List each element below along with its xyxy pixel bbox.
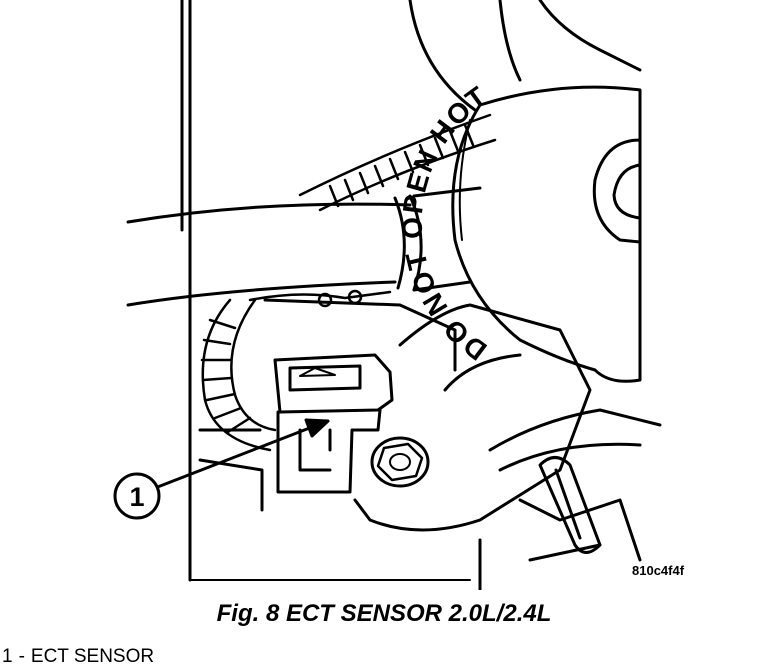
legend-label: ECT SENSOR <box>30 646 155 667</box>
ect-sensor-connector <box>273 353 394 494</box>
ect-sensor-illustration: DO NOT OPEN HOT 1 <box>113 0 662 590</box>
legend-number: 1 <box>2 646 13 667</box>
housing-bolt <box>370 436 430 488</box>
cap-warning-text: DO NOT OPEN HOT <box>397 80 492 367</box>
figure-caption: Fig. 8 ECT SENSOR 2.0L/2.4L <box>216 600 552 627</box>
coolant-hose <box>126 186 482 307</box>
left-bracket <box>180 0 471 582</box>
wire-loom-left <box>200 289 392 452</box>
callout-1 <box>113 418 330 520</box>
wire-loom-upper <box>298 113 497 212</box>
thermostat-housing <box>353 303 662 590</box>
callout-number: 1 <box>129 482 144 512</box>
svg-text:DO NOT OPEN HOT: DO NOT OPEN HOT <box>397 80 494 367</box>
figure-code: 810c4f4f <box>632 563 685 578</box>
legend-item: 1-ECT SENSOR <box>2 646 160 668</box>
pressure-cap <box>451 85 642 383</box>
upper-pipe <box>408 0 642 112</box>
legend-separator: - <box>18 646 25 667</box>
hose-clamp <box>538 456 602 554</box>
